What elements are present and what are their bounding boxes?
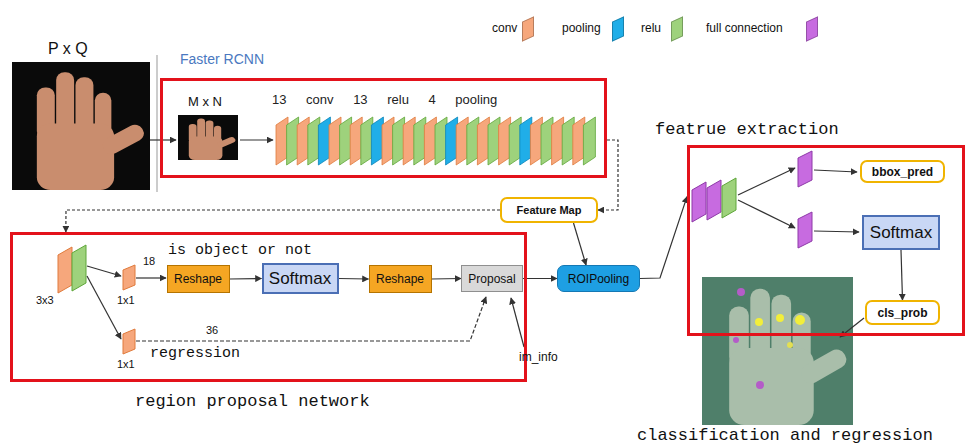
region-title: region proposal network [135, 392, 370, 411]
connector [598, 140, 618, 210]
region-title: classification and regression [637, 426, 933, 445]
legend-text: relu [641, 21, 661, 35]
process-box: Softmax [862, 215, 940, 250]
annotation-label: P x Q [48, 40, 88, 58]
resized-hand [178, 115, 238, 160]
box-label: bbox_pred [872, 165, 933, 179]
arrow [240, 139, 273, 140]
conv-layer [58, 247, 72, 293]
annotation-label: regression [150, 345, 240, 362]
conv-layer [123, 329, 135, 354]
relu-layer [72, 245, 86, 291]
relu-layer [583, 117, 595, 165]
arrow [814, 170, 857, 172]
output-box: cls_prob [865, 300, 940, 325]
fc-layer [798, 151, 812, 187]
legend-text: conv [492, 21, 517, 35]
box-label: Feature Map [517, 204, 582, 216]
connector [432, 278, 462, 280]
box-label: Reshape [174, 272, 222, 286]
annotation-label: im_info [519, 350, 558, 364]
arrow [511, 298, 524, 347]
box-label: cls_prob [877, 306, 927, 320]
arrow [814, 231, 859, 232]
legend-swatch [806, 16, 818, 42]
connector [230, 278, 262, 280]
box-label: Softmax [269, 269, 331, 289]
arrow [87, 266, 121, 276]
annotation-label: Faster RCNN [180, 51, 264, 67]
annotation-label: 36 [206, 324, 218, 336]
annotation-label: M x N [188, 94, 222, 109]
legend-text: full connection [706, 21, 783, 35]
box-label: ROIPooling [568, 272, 629, 286]
connector [640, 197, 687, 279]
annotation-label: 18 [143, 255, 155, 267]
region-title: 13 conv 13 relu 4 pooling [272, 92, 497, 107]
annotation-label: is object or not [168, 242, 312, 259]
fc-layer [798, 212, 812, 248]
process-box: Softmax [262, 263, 339, 294]
conv-layer [123, 265, 135, 290]
connector [339, 278, 369, 280]
separator-line [156, 55, 158, 192]
arrow [738, 168, 795, 195]
process-box: Reshape [167, 265, 230, 293]
conv-stack [276, 117, 595, 165]
arrow [150, 139, 176, 140]
process-box: Reshape [369, 265, 432, 293]
arrow [136, 277, 166, 278]
connector [523, 278, 557, 279]
network-region: featrue extractionclassification and reg… [687, 145, 965, 336]
output-box: bbox_pred [860, 160, 945, 183]
region-title: featrue extraction [655, 120, 839, 139]
legend-swatch [671, 16, 683, 42]
annotation-label: 3x3 [36, 294, 54, 306]
connector [901, 250, 903, 300]
hand-photo [12, 62, 150, 190]
fc-layer [707, 180, 721, 220]
box-label: Reshape [376, 272, 424, 286]
arrow [136, 297, 486, 341]
process-box: Proposal [461, 265, 523, 292]
legend-text: pooling [562, 21, 601, 35]
arrow [87, 276, 121, 339]
process-box: ROIPooling [557, 265, 640, 292]
fc-layer [692, 182, 706, 222]
result-image [702, 277, 853, 425]
annotation-label: 1x1 [117, 358, 135, 370]
box-label: Softmax [870, 223, 932, 243]
arrow [738, 200, 795, 228]
connector [66, 210, 500, 232]
annotation-label: 1x1 [117, 294, 135, 306]
data-box: Feature Map [500, 197, 598, 223]
connector [574, 223, 587, 265]
network-region: 13 conv 13 relu 4 pooling [160, 78, 607, 178]
box-label: Proposal [468, 272, 515, 286]
relu-layer [722, 178, 736, 218]
legend-swatch [612, 16, 624, 42]
legend-swatch [522, 16, 534, 42]
